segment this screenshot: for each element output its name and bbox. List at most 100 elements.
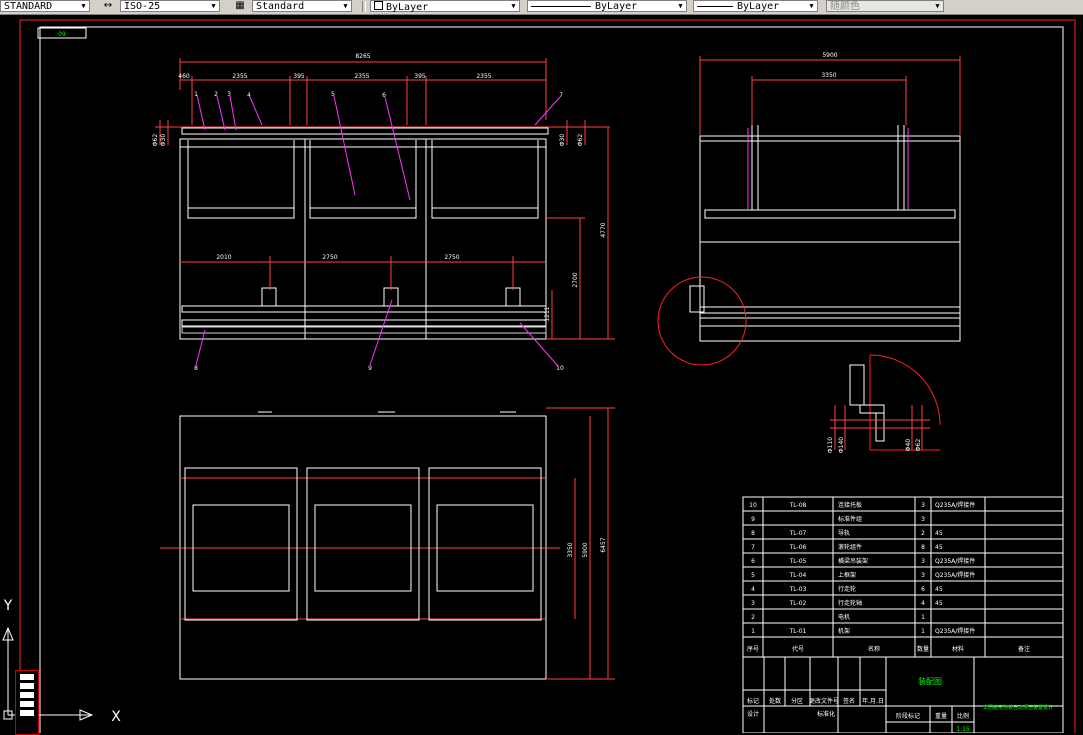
- layout-tab-strip[interactable]: [15, 670, 39, 735]
- dim-side-inner: 3350: [821, 72, 836, 79]
- balloon-7: 7: [559, 92, 563, 99]
- tag-box: [37, 27, 87, 39]
- bom-header-name: 名称: [868, 645, 880, 653]
- chevron-down-icon: ▼: [935, 2, 940, 10]
- bom-cell-code: TL-08: [789, 502, 807, 509]
- bom-cell-mat: 45: [935, 586, 943, 593]
- chevron-down-icon: ▼: [81, 2, 86, 10]
- tb-label-1: 标记: [747, 697, 759, 705]
- bom-cell-name: 行走轮: [838, 585, 856, 593]
- tb-label2-1: 设计: [747, 710, 759, 718]
- tb-label2-3: 阶段标记: [896, 712, 920, 720]
- bom-cell-qty: 4: [921, 600, 925, 607]
- tb-label-2: 处数: [769, 697, 781, 705]
- plot-style-select[interactable]: 随颜色▼: [826, 0, 944, 12]
- bom-cell-no: 2: [751, 614, 755, 621]
- tb-label-5: 签名: [843, 697, 855, 705]
- strip-mark: [20, 692, 34, 698]
- bom-cell-qty: 1: [921, 628, 925, 635]
- dim-detail-phi140: Φ140: [838, 437, 845, 453]
- chevron-down-icon: ▼: [511, 2, 516, 10]
- bom-cell-no: 10: [749, 502, 757, 509]
- front-view: [155, 58, 615, 367]
- bom-header-remark: 备注: [1018, 645, 1030, 653]
- balloon-10: 10: [556, 365, 564, 372]
- dim-style-select[interactable]: ISO-25 ▼: [120, 0, 220, 12]
- strip-mark: [20, 710, 34, 716]
- dim-plan-outer: 6457: [600, 537, 607, 552]
- chevron-down-icon: ▼: [343, 2, 348, 10]
- chevron-down-icon: ▼: [211, 2, 216, 10]
- bom-header-mat: 材料: [952, 645, 964, 653]
- bom-cell-code: TL-02: [789, 600, 807, 607]
- title-drawing-name: 装配图: [918, 676, 942, 686]
- bom-cell-no: 6: [751, 558, 755, 565]
- bom-header-no: 序号: [747, 645, 759, 653]
- bom-cell-qty: 3: [921, 572, 925, 579]
- tb-label-6: 年.月.日: [862, 697, 884, 705]
- bom-cell-code: TL-06: [789, 544, 807, 551]
- dim-mid-2: 2750: [322, 254, 337, 261]
- dim-height-lower: 2700: [572, 272, 579, 287]
- dim-height-base: 1211: [544, 306, 551, 321]
- balloon-3: 3: [227, 91, 231, 98]
- dim-style-value: ISO-25: [124, 1, 161, 12]
- lineweight-value: ByLayer: [737, 1, 780, 12]
- text-style-select[interactable]: STANDARD▼: [0, 0, 90, 12]
- bom-cell-name: 电机: [838, 613, 850, 621]
- sheet-border: [19, 19, 1076, 733]
- frame-border: [39, 26, 1064, 733]
- drawing-canvas[interactable]: 09: [0, 15, 1083, 733]
- bom-table: [742, 496, 1064, 733]
- plan-view: [160, 407, 615, 680]
- bom-cell-mat: 45: [935, 544, 943, 551]
- linetype-value: ByLayer: [595, 1, 638, 12]
- bom-cell-qty: 2: [921, 530, 925, 537]
- bom-cell-name: 连接托板: [838, 501, 862, 509]
- dim-height-total: 4770: [600, 222, 607, 237]
- balloon-1: 1: [194, 91, 198, 98]
- bom-cell-name: 上框架: [838, 571, 856, 579]
- dim-top-1: 460: [178, 73, 190, 80]
- bom-cell-name: 滚轮组件: [838, 543, 862, 551]
- dim-mid-1: 2010: [216, 254, 231, 261]
- dim-top-5: 395: [414, 73, 426, 80]
- bom-cell-mat: Q235A/焊接件: [935, 501, 975, 509]
- color-swatch-icon: [374, 1, 383, 10]
- color-value: ByLayer: [386, 2, 429, 13]
- dim-mid-3: 2750: [444, 254, 459, 261]
- bom-cell-no: 3: [751, 600, 755, 607]
- bom-cell-no: 9: [751, 516, 755, 523]
- bom-header-qty: 数量: [917, 645, 929, 653]
- lineweight-select[interactable]: ByLayer ▼: [693, 0, 818, 12]
- chevron-down-icon: ▼: [809, 2, 814, 10]
- tb-scale: 1:15: [956, 726, 970, 733]
- table-style-select[interactable]: Standard▼: [252, 0, 352, 12]
- dim-detail-phi110: Φ110: [827, 437, 834, 453]
- detail-view: [830, 354, 941, 451]
- table-style-icon[interactable]: ▦: [235, 0, 245, 11]
- dim-top-3: 395: [293, 73, 305, 80]
- tb-label2-4: 重量: [935, 712, 947, 720]
- dim-left-phi62: Φ62: [152, 134, 159, 147]
- balloon-9: 9: [368, 365, 372, 372]
- dimension-style-icon[interactable]: ↔: [103, 0, 113, 11]
- bom-cell-no: 7: [751, 544, 755, 551]
- bom-cell-mat: Q235A/焊接件: [935, 627, 975, 635]
- bom-cell-name: 标准件组: [838, 515, 862, 523]
- balloon-6: 6: [382, 92, 386, 99]
- dim-top-4: 2355: [354, 73, 369, 80]
- bom-cell-mat: Q235A/焊接件: [935, 571, 975, 579]
- bom-cell-no: 5: [751, 572, 755, 579]
- bom-cell-qty: 3: [921, 516, 925, 523]
- color-select[interactable]: ByLayer ▼: [370, 0, 520, 13]
- side-view: [657, 56, 961, 366]
- bom-cell-code: TL-03: [789, 586, 807, 593]
- bom-cell-qty: 1: [921, 614, 925, 621]
- dim-right-phi30: Φ30: [559, 134, 566, 147]
- toolbar-separator: [362, 1, 366, 12]
- linetype-select[interactable]: ByLayer▼: [527, 0, 687, 12]
- tb-label-4: 更改文件号: [809, 697, 839, 705]
- bom-cell-code: TL-01: [789, 628, 807, 635]
